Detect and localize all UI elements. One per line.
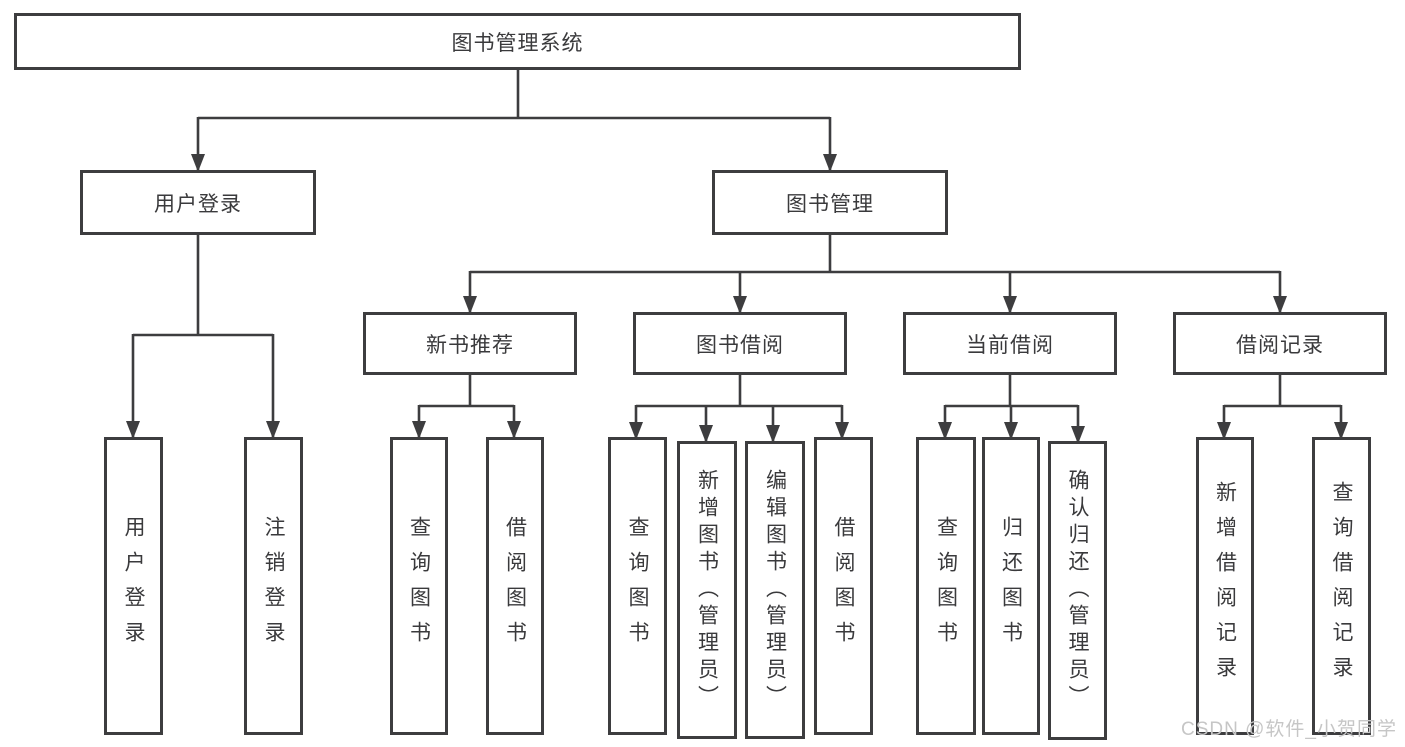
node-label: 图书管理 <box>786 192 874 216</box>
node-label: 借阅图书 <box>503 516 527 656</box>
leaf-return-books: 归还图书 <box>982 437 1040 735</box>
node-label: 确认归还（管理员） <box>1066 469 1089 712</box>
node-label: 借阅图书 <box>832 516 855 656</box>
node-label: 用户登录 <box>154 192 242 216</box>
node-label: 新书推荐 <box>426 333 514 357</box>
leaf-query-borrow-record: 查询借阅记录 <box>1312 437 1371 735</box>
node-user-login: 用户登录 <box>80 170 316 235</box>
leaf-add-book-admin: 新增图书（管理员） <box>677 441 737 739</box>
leaf-add-borrow-record: 新增借阅记录 <box>1196 437 1254 735</box>
node-label: 当前借阅 <box>966 333 1054 357</box>
leaf-user-login: 用户登录 <box>104 437 163 735</box>
node-library-management-system: 图书管理系统 <box>14 13 1021 70</box>
leaf-borrow-books: 借阅图书 <box>486 437 544 735</box>
csdn-watermark: CSDN @软件_小贺同学 <box>1181 719 1397 740</box>
leaf-query-books-3: 查询图书 <box>916 437 976 735</box>
node-label: 图书管理系统 <box>451 31 584 55</box>
node-label: 用户登录 <box>122 516 145 656</box>
node-label: 归还图书 <box>999 516 1023 656</box>
leaf-query-books-2: 查询图书 <box>608 437 667 735</box>
node-label: 查询借阅记录 <box>1330 481 1353 691</box>
leaf-query-books: 查询图书 <box>390 437 448 735</box>
node-label: 图书借阅 <box>696 333 784 357</box>
node-label: 编辑图书（管理员） <box>763 468 787 712</box>
node-current-borrowing: 当前借阅 <box>903 312 1117 375</box>
node-label: 查询图书 <box>626 516 649 656</box>
node-label: 借阅记录 <box>1236 333 1324 357</box>
node-label: 新增借阅记录 <box>1213 481 1237 691</box>
node-book-management: 图书管理 <box>712 170 948 235</box>
leaf-logout: 注销登录 <box>244 437 303 735</box>
leaf-edit-book-admin: 编辑图书（管理员） <box>745 441 805 739</box>
node-new-book-recommendation: 新书推荐 <box>363 312 577 375</box>
node-label: 查询图书 <box>407 516 431 656</box>
node-borrowing-records: 借阅记录 <box>1173 312 1387 375</box>
leaf-confirm-return-admin: 确认归还（管理员） <box>1048 441 1107 740</box>
node-label: 注销登录 <box>262 516 285 656</box>
node-label: 新增图书（管理员） <box>695 468 719 712</box>
node-book-borrowing: 图书借阅 <box>633 312 847 375</box>
leaf-borrow-books-2: 借阅图书 <box>814 437 873 735</box>
node-label: 查询图书 <box>934 516 958 656</box>
